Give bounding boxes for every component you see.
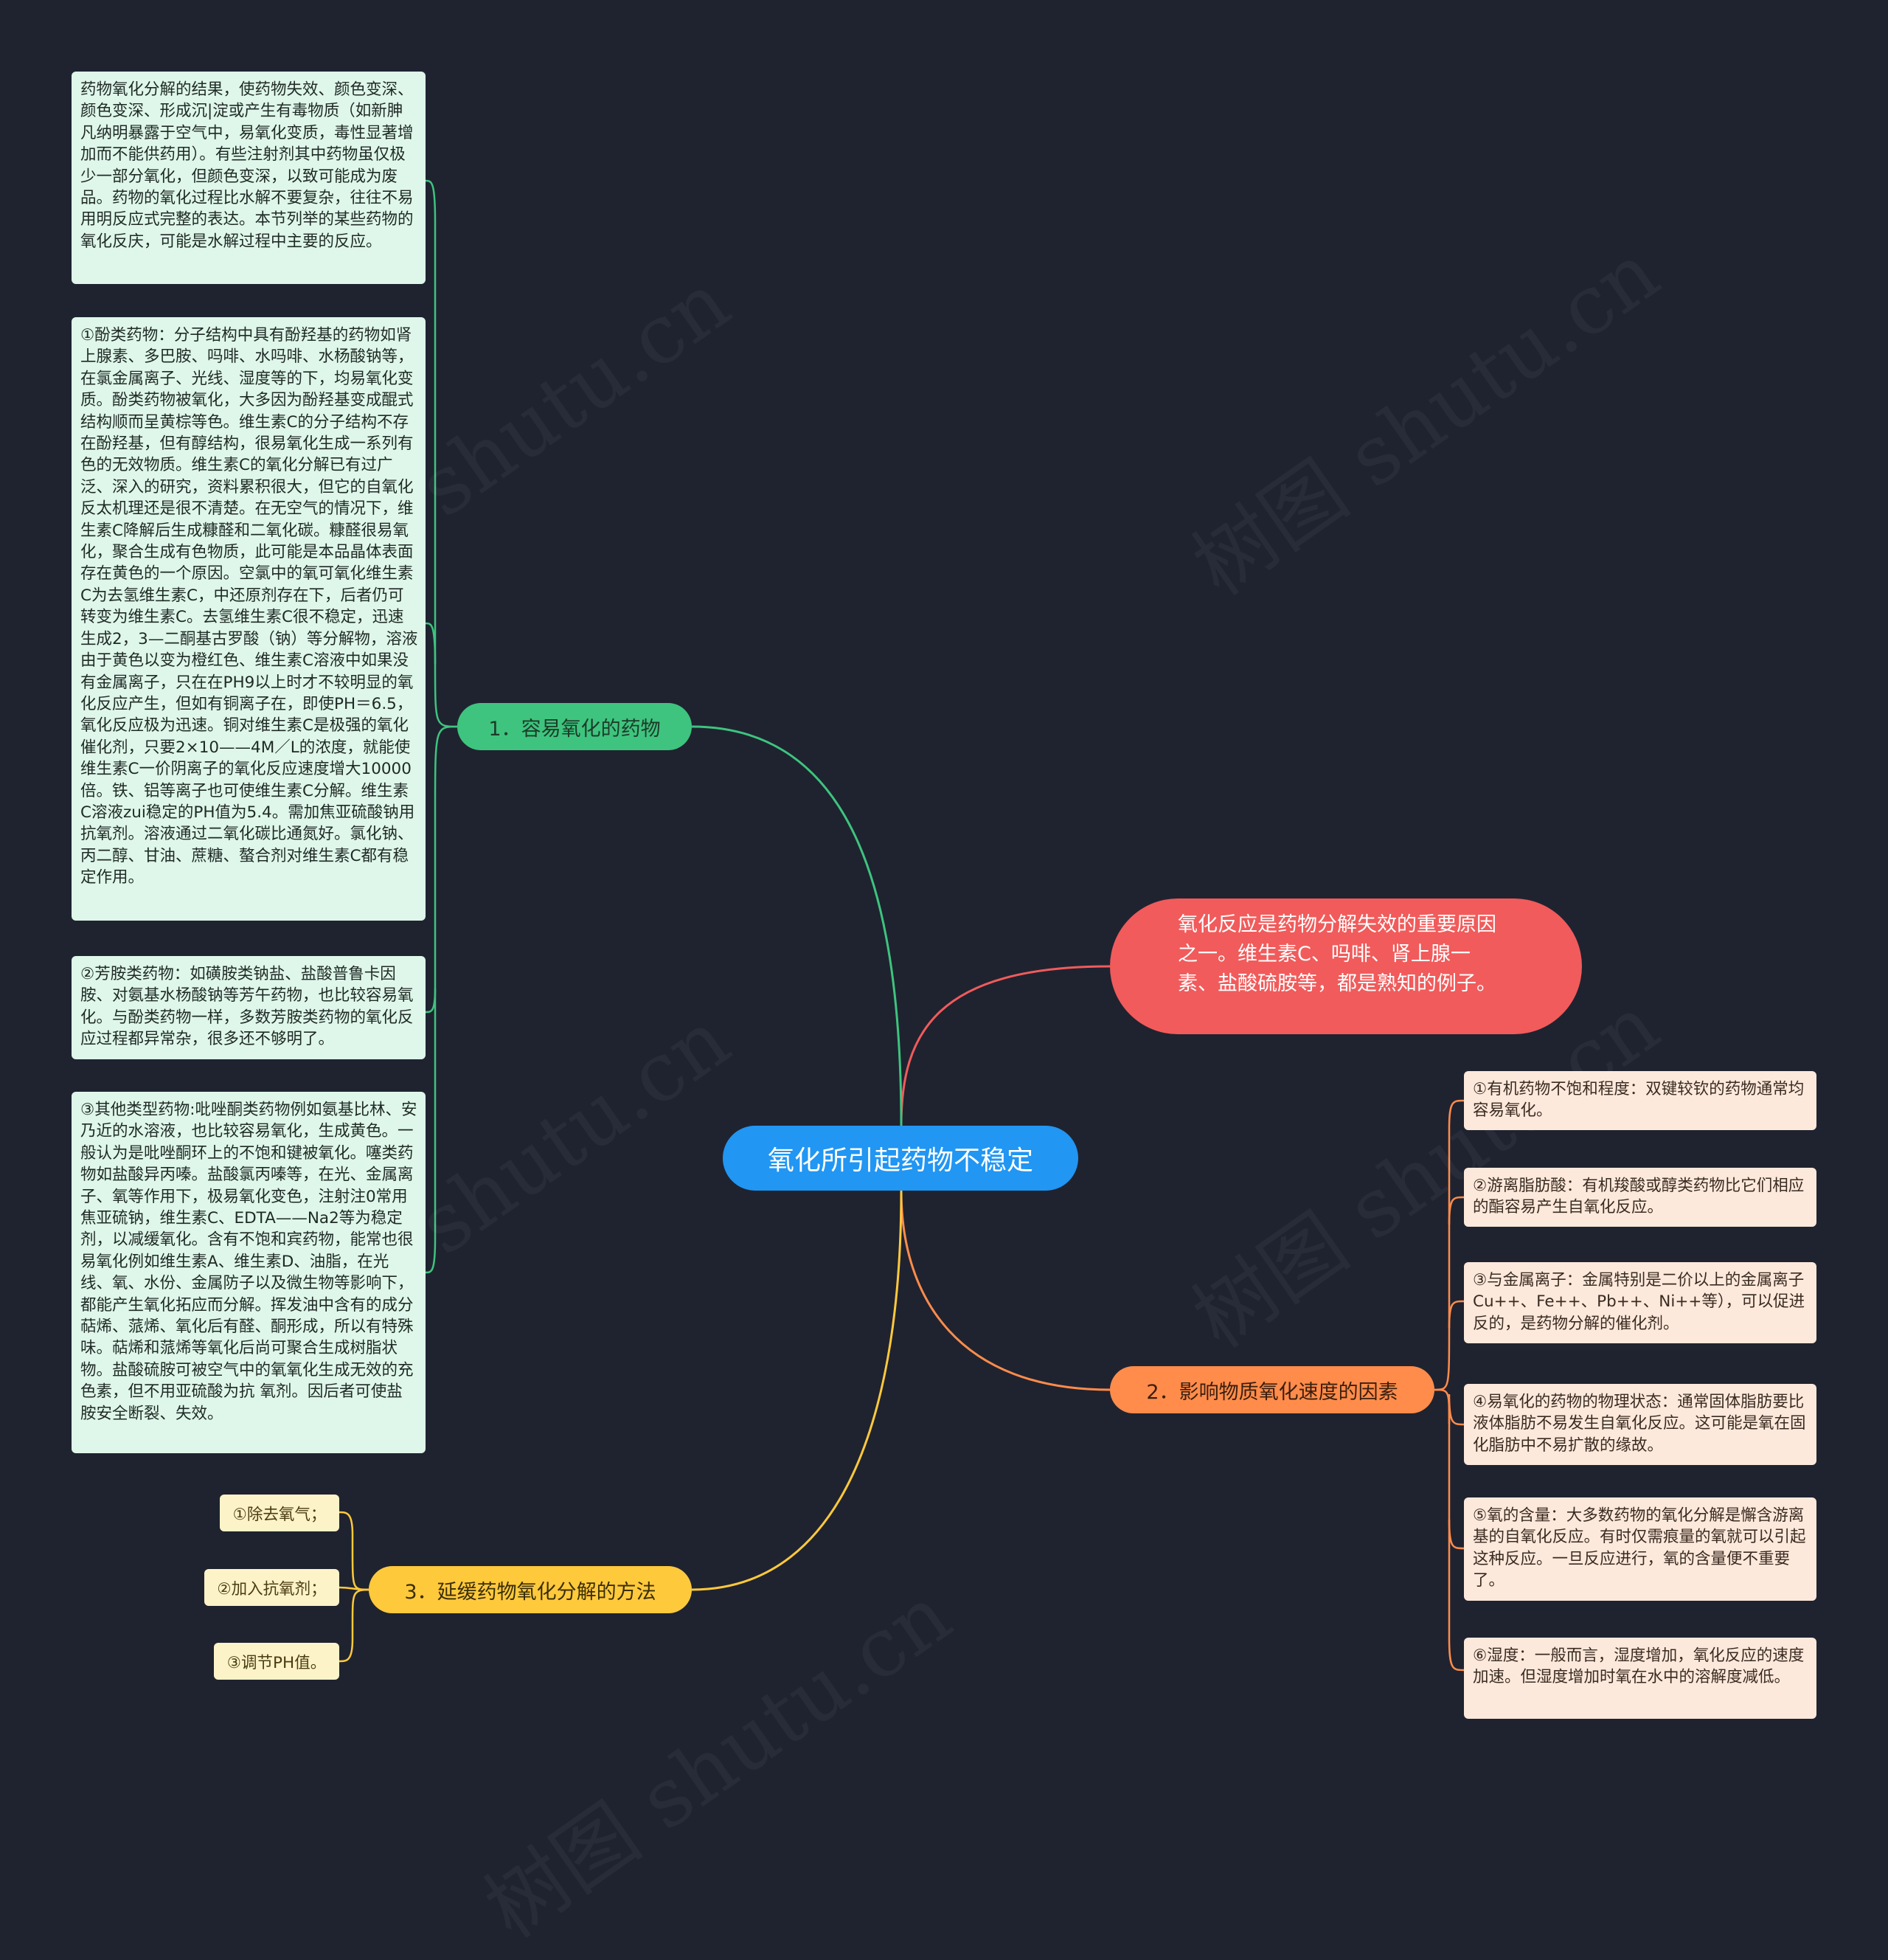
leaf-remove-oxygen[interactable]: ①除去氧气；: [220, 1495, 339, 1531]
link-b1-leaf1: [425, 179, 458, 728]
link-b1-leaf3: [425, 725, 458, 1014]
root-node[interactable]: 氧化所引起药物不稳定: [723, 1126, 1078, 1191]
link-b1-leaf4: [425, 988, 437, 1274]
link-b2-leaf5: [1448, 1519, 1465, 1550]
leaf-humidity[interactable]: ⑥湿度：一般而言，湿度增加，氧化反应的速度加速。但湿度增加时氧在水中的溶解度减低…: [1464, 1638, 1816, 1719]
leaf-physical-state[interactable]: ④易氧化的药物的物理状态：通常固体脂肪要比液体脂肪不易发生自氧化反应。这可能是氧…: [1464, 1384, 1816, 1465]
leaf-metal-ions[interactable]: ③与金属离子：金属特别是二价以上的金属离子Cu++、Fe++、Pb++、Ni++…: [1464, 1262, 1816, 1343]
link-b2-leaf4: [1448, 1393, 1465, 1426]
link-b2-trunk-up: [1434, 1099, 1465, 1391]
link-b1-leaf2: [425, 622, 437, 665]
leaf-oxygen-content[interactable]: ⑤氧的含量：大多数药物的氧化分解是懈含游离基的自氧化反应。有时仅需痕量的氧就可以…: [1464, 1497, 1816, 1601]
link-root-branch1: [691, 725, 903, 1126]
leaf-aromatic-amine-drugs[interactable]: ②芳胺类药物：如磺胺类钠盐、盐酸普鲁卡因胺、对氨基水杨酸钠等芳午药物，也比较容易…: [72, 956, 426, 1059]
leaf-add-antioxidant[interactable]: ②加入抗氧剂；: [204, 1569, 339, 1606]
connector-lines: [339, 179, 1465, 1672]
leaf-adjust-ph[interactable]: ③调节PH值。: [214, 1643, 339, 1680]
leaf-oxidation-result[interactable]: 药物氧化分解的结果，使药物失效、颜色变深、颜色变深、形成沉|淀或产生有毒物质（如…: [72, 72, 426, 284]
leaf-other-drugs[interactable]: ③其他类型药物:吡唑酮类药物例如氨基比林、安乃近的水溶液，也比较容易氧化，生成黄…: [72, 1092, 426, 1453]
intro-node[interactable]: 氧化反应是药物分解失效的重要原因之一。维生素C、吗啡、肾上腺一素、盐酸硫胺等，都…: [1110, 898, 1582, 1034]
link-root-branch2: [900, 1190, 1111, 1391]
mindmap-canvas: 树图 shutu.cn 树图 shutu.cn 树图 shutu.cn 树图 s…: [72, 72, 1816, 1719]
leaf-unsaturation[interactable]: ①有机药物不饱和程度：双键较钦的药物通常均容易氧化。: [1464, 1071, 1816, 1130]
branch-oxidation-factors[interactable]: 2．影响物质氧化速度的因素: [1110, 1366, 1434, 1413]
link-b2-leaf3: [1448, 1300, 1465, 1329]
link-root-branch3: [691, 1190, 903, 1591]
leaf-phenol-drugs[interactable]: ①酚类药物：分子结构中具有酚羟基的药物如肾上腺素、多巴胺、吗啡、水吗啡、水杨酸钠…: [72, 317, 426, 921]
branch-slow-oxidation-methods[interactable]: 3．延缓药物氧化分解的方法: [369, 1566, 692, 1613]
leaf-free-fatty-acid[interactable]: ②游离脂肪酸：有机羧酸或醇类药物比它们相应的酯容易产生自氧化反应。: [1464, 1168, 1816, 1227]
link-b3-leaf1: [339, 1511, 369, 1591]
branch-easy-oxidation[interactable]: 1．容易氧化的药物: [457, 703, 692, 750]
link-root-intro: [900, 965, 1111, 1126]
link-b3-leaf3: [339, 1588, 369, 1663]
link-b2-leaf2: [1448, 1196, 1465, 1225]
